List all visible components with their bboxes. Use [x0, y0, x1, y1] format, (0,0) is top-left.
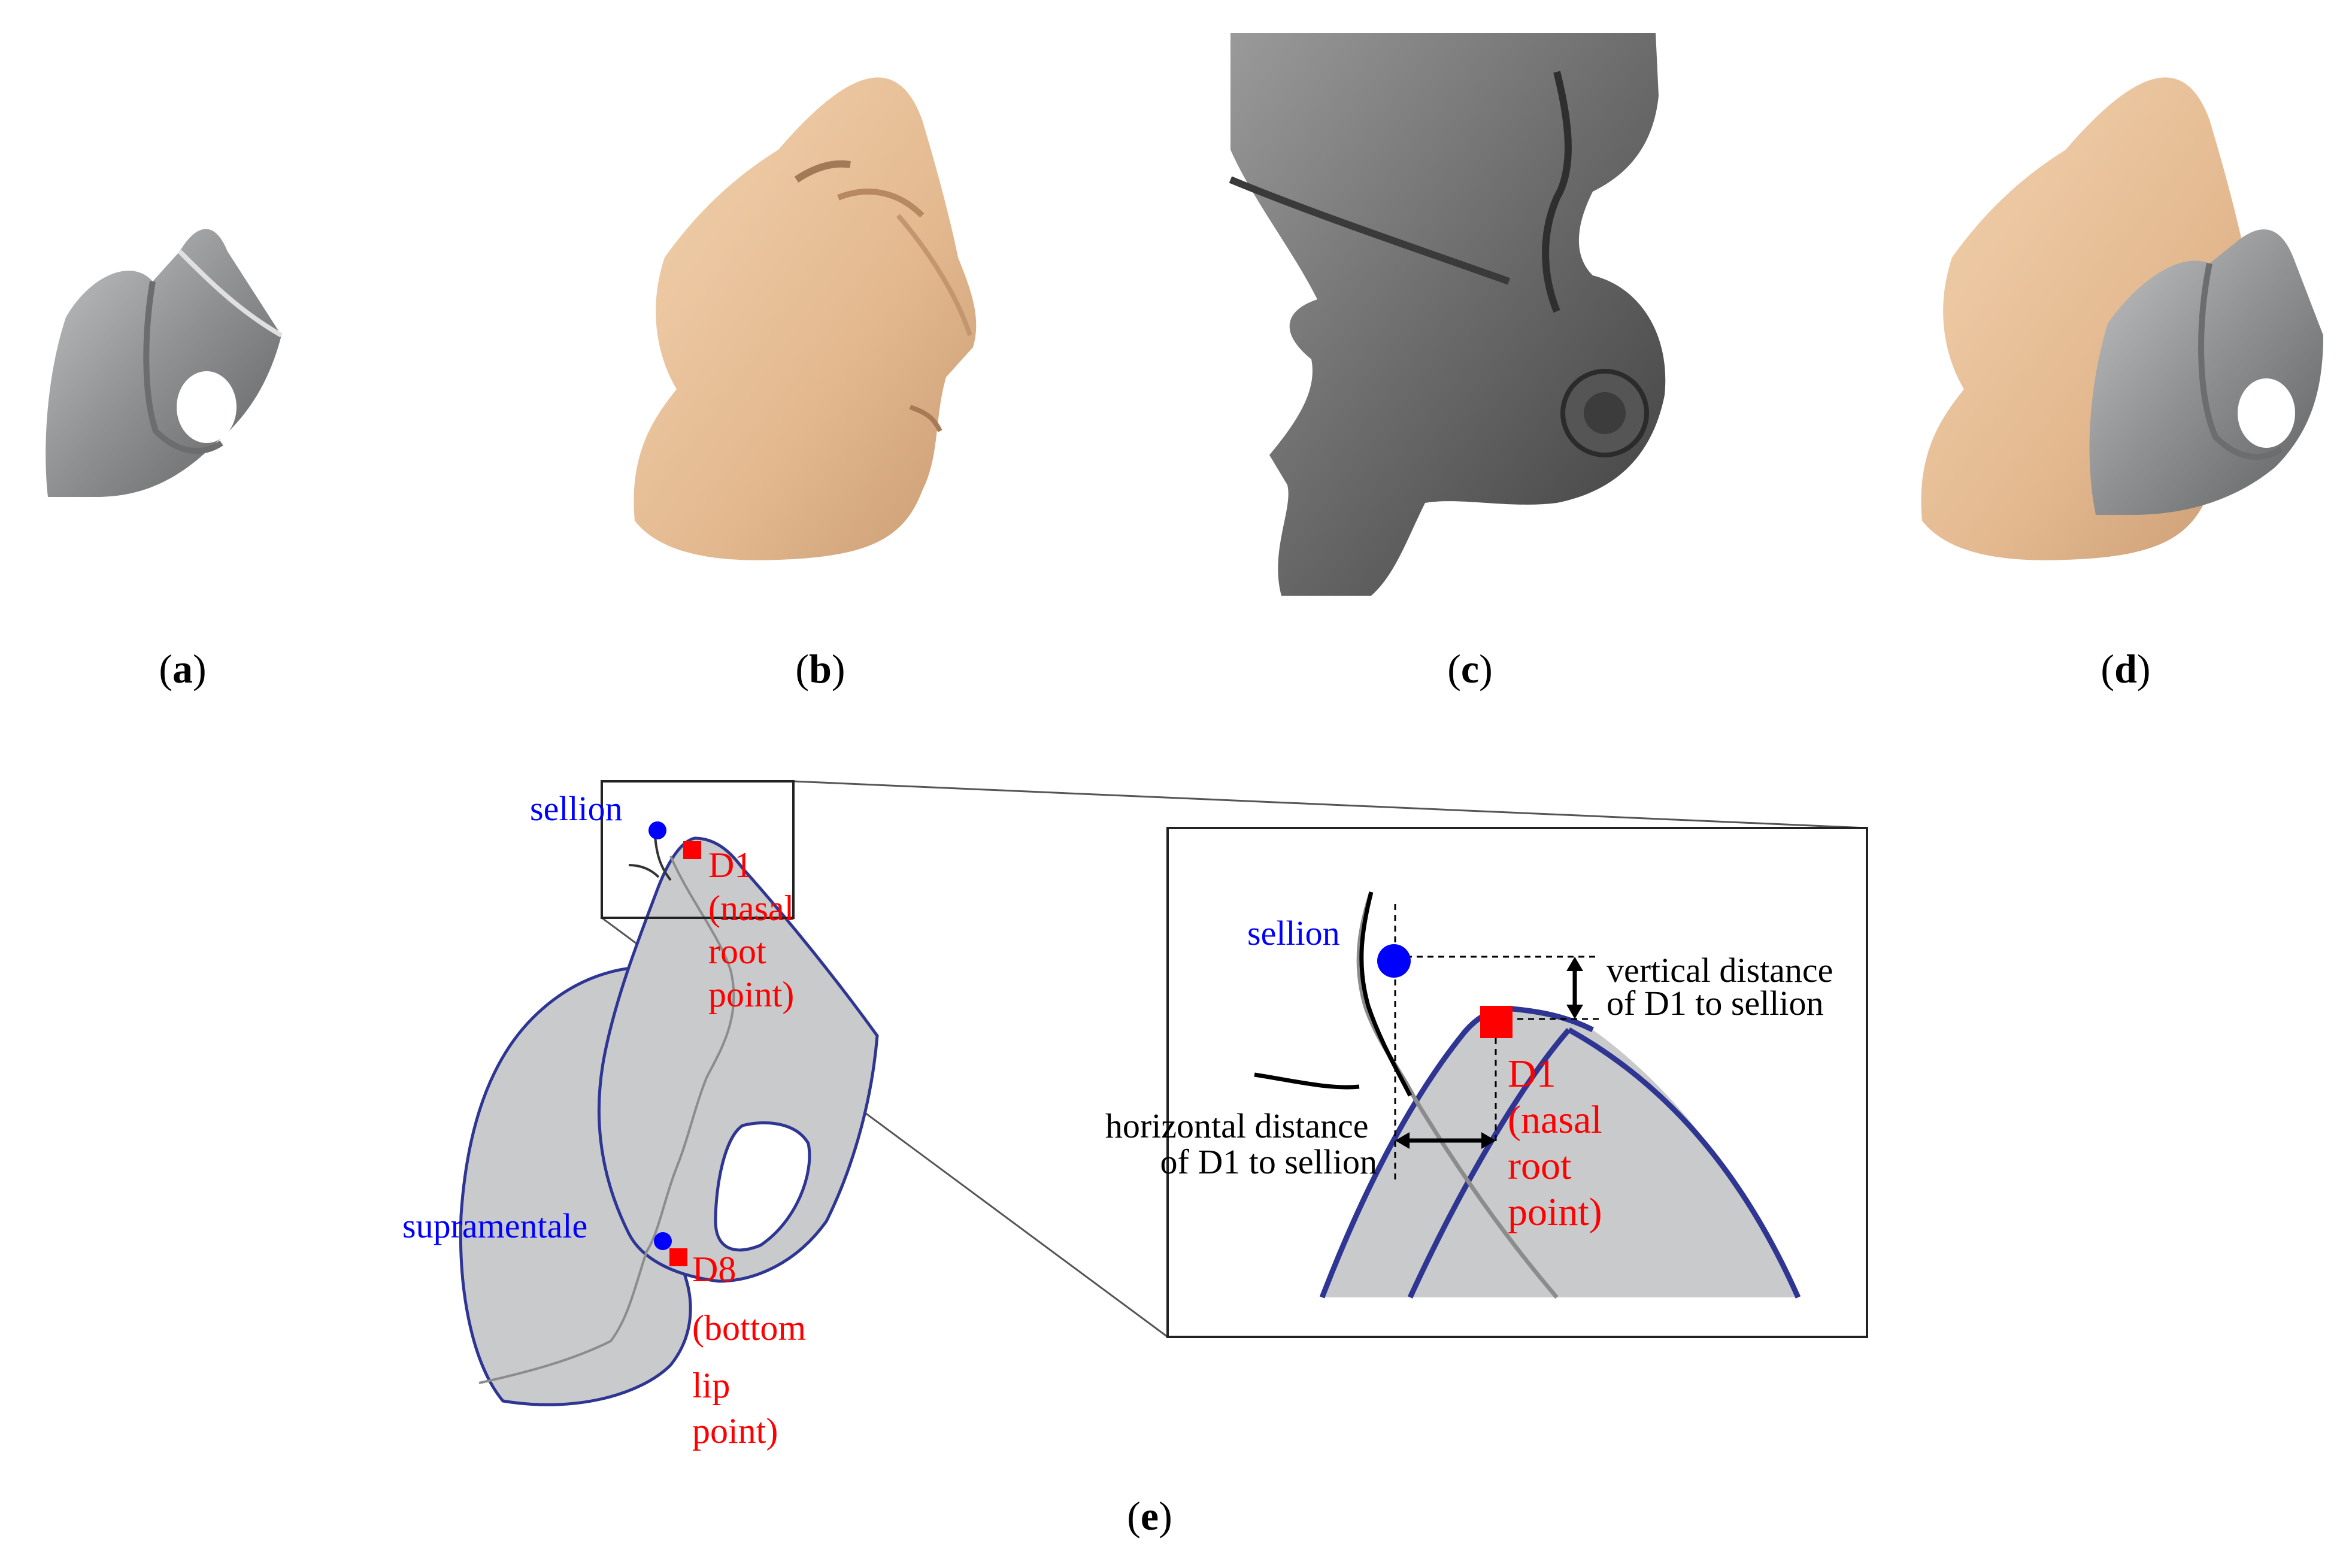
- vertical-distance-arrow: [1566, 957, 1583, 1019]
- supramentale-label: supramentale: [402, 1206, 587, 1245]
- d8-marker: [669, 1248, 687, 1266]
- panel-label-b: (b): [795, 646, 845, 692]
- panel-label-d: (d): [2101, 646, 2150, 692]
- panel-label-a: (a): [159, 646, 206, 692]
- d1-label-zoom: D1 (nasal root point): [1508, 1052, 1612, 1234]
- sellion-label-overview: sellion: [530, 789, 623, 828]
- horizontal-distance-arrow: [1395, 1132, 1496, 1149]
- detail-box: [601, 780, 795, 919]
- horizontal-distance-label: horizontal distance of D1 to sellion: [1105, 1106, 1377, 1181]
- d8-label: D8 (bottom lip point): [692, 1249, 815, 1451]
- supramentale-marker: [654, 1232, 672, 1250]
- sellion-label-zoom: sellion: [1247, 914, 1340, 953]
- face-with-mask-image: [1921, 77, 2323, 560]
- d1-marker-overview: [683, 841, 701, 859]
- vertical-distance-label: vertical distance of D1 to sellion: [1607, 951, 1842, 1023]
- mask-outline-overview: [459, 827, 879, 1406]
- mask-model-image: [46, 229, 283, 497]
- panel-label-c: (c): [1447, 646, 1493, 692]
- sellion-marker-zoom: [1377, 944, 1411, 978]
- zoom-mask-shapes: [1254, 891, 1801, 1299]
- d1-label-overview: D1 (nasal root point): [708, 845, 803, 1014]
- helmet-mask-scan-image: [1229, 33, 1666, 596]
- panel-label-e: (e): [1127, 1493, 1172, 1539]
- d1-marker-zoom: [1480, 1006, 1513, 1038]
- sellion-marker-overview: [648, 821, 666, 839]
- zoom-connector-top: [793, 780, 1868, 829]
- face-scan-image: [634, 77, 977, 560]
